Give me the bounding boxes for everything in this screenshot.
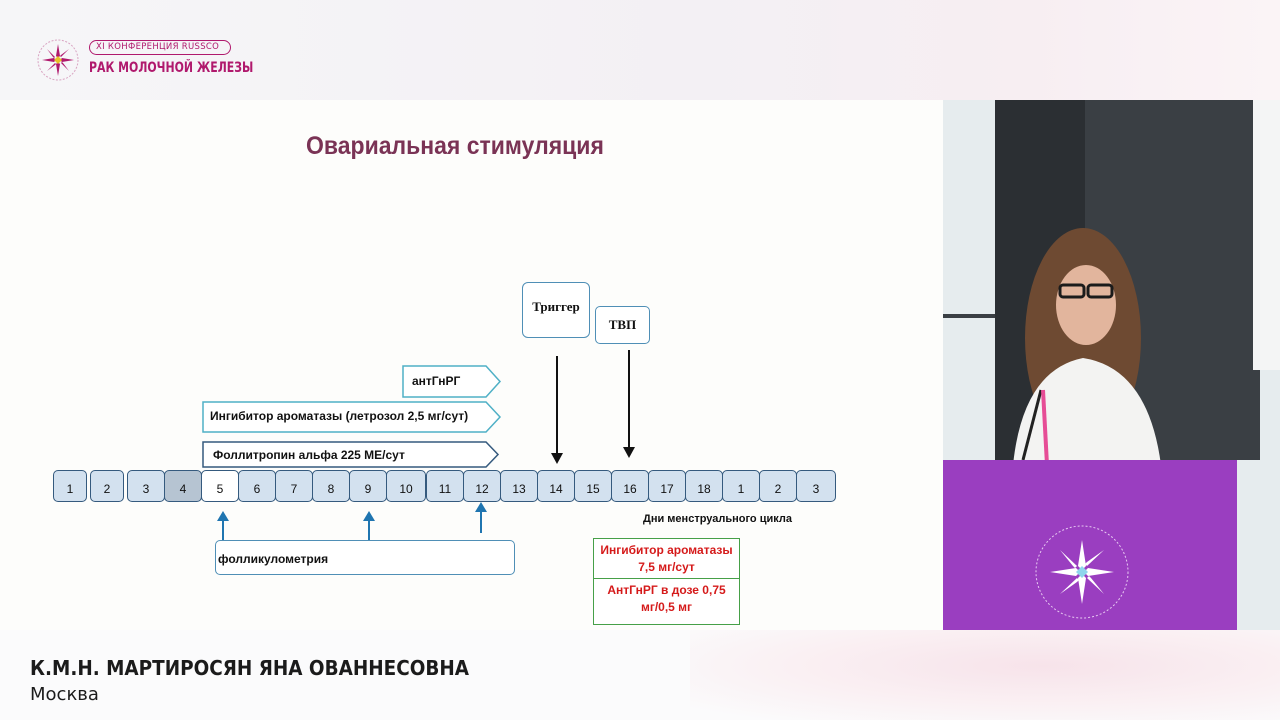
day-cell: 8 bbox=[312, 470, 350, 502]
cycle-days-label: Дни менструального цикла bbox=[643, 513, 792, 525]
day-cell: 12 bbox=[463, 470, 501, 502]
speaker-video bbox=[943, 100, 1280, 630]
bar-shape-icon bbox=[402, 365, 502, 398]
day-cell: 18 bbox=[685, 470, 723, 502]
bar-shape-icon bbox=[202, 401, 502, 433]
post-retrieval-box: Ингибитор ароматазы 7,5 мг/сут АнтГнРГ в… bbox=[593, 538, 740, 625]
tvp-box: ТВП bbox=[595, 306, 650, 344]
gnrh-antagonist-bar: антГнРГ bbox=[402, 365, 502, 398]
folliculometry-arrow-icon bbox=[363, 511, 375, 540]
presentation-slide: Овариальная стимуляция Триггер ТВП антГн… bbox=[0, 100, 943, 630]
lower-third-banner bbox=[0, 630, 1280, 720]
day-cell: 11 bbox=[426, 470, 464, 502]
trigger-arrow-icon bbox=[551, 356, 563, 464]
day-cell: 1 bbox=[53, 470, 87, 502]
day-cell: 1 bbox=[722, 470, 760, 502]
day-cell: 17 bbox=[648, 470, 686, 502]
bar-label: Ингибитор ароматазы (летрозол 2,5 мг/сут… bbox=[210, 409, 469, 423]
bar-label: антГнРГ bbox=[412, 374, 461, 388]
bar-shape-icon bbox=[202, 441, 500, 468]
conference-badge: XI КОНФЕРЕНЦИЯ RUSSCO bbox=[89, 40, 231, 55]
day-cell: 16 bbox=[611, 470, 649, 502]
day-cell: 6 bbox=[238, 470, 276, 502]
tvp-arrow-icon bbox=[623, 350, 635, 458]
day-cell: 4 bbox=[164, 470, 202, 502]
day-cell: 3 bbox=[796, 470, 836, 502]
day-cell: 14 bbox=[537, 470, 575, 502]
day-cell: 15 bbox=[574, 470, 612, 502]
speaker-name: К.М.Н. МАРТИРОСЯН ЯНА ОВАННЕСОВНА bbox=[30, 656, 470, 680]
day-cell: 9 bbox=[349, 470, 387, 502]
trigger-box: Триггер bbox=[522, 282, 590, 338]
folliculometry-box: фолликулометрия bbox=[215, 540, 515, 575]
day-cell: 2 bbox=[90, 470, 124, 502]
conference-title: РАК МОЛОЧНОЙ ЖЕЛЕЗЫ bbox=[89, 60, 254, 76]
russco-logo-icon bbox=[37, 39, 79, 81]
conference-header: XI КОНФЕРЕНЦИЯ RUSSCO РАК МОЛОЧНОЙ ЖЕЛЕЗ… bbox=[0, 0, 1280, 100]
day-cell: 5 bbox=[201, 470, 239, 502]
folliculometry-arrow-icon bbox=[475, 502, 487, 533]
gnrh-dose-cell: АнтГнРГ в дозе 0,75 мг/0,5 мг bbox=[607, 583, 726, 614]
slide-title: Овариальная стимуляция bbox=[306, 132, 604, 160]
day-cell: 10 bbox=[386, 470, 426, 502]
folliculometry-arrow-icon bbox=[217, 511, 229, 540]
day-cell: 3 bbox=[127, 470, 165, 502]
speaker-scene-icon bbox=[943, 100, 1280, 630]
bar-label: Фоллитропин альфа 225 МЕ/сут bbox=[213, 448, 405, 462]
speaker-city: Москва bbox=[30, 684, 99, 705]
day-cell: 2 bbox=[759, 470, 797, 502]
day-cell: 13 bbox=[500, 470, 538, 502]
follitropin-bar: Фоллитропин альфа 225 МЕ/сут bbox=[202, 441, 500, 468]
aromatase-inhibitor-bar: Ингибитор ароматазы (летрозол 2,5 мг/сут… bbox=[202, 401, 502, 433]
day-cell: 7 bbox=[275, 470, 313, 502]
aromatase-dose-cell: Ингибитор ароматазы 7,5 мг/сут bbox=[594, 539, 739, 579]
